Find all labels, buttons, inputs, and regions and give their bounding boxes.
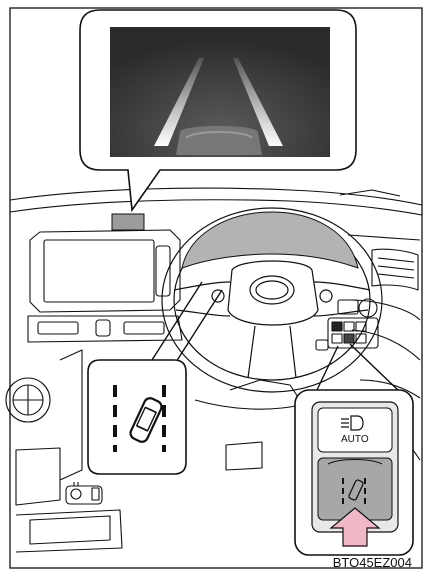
switch-callout: AUTO	[295, 344, 413, 555]
auto-label: AUTO	[341, 434, 369, 445]
hud-callout	[80, 10, 356, 210]
hud-projector	[112, 214, 144, 230]
hud-vehicle-icon	[176, 126, 262, 155]
image-code-label: BTO45EZ004	[333, 555, 412, 570]
meter-cluster	[182, 212, 358, 268]
